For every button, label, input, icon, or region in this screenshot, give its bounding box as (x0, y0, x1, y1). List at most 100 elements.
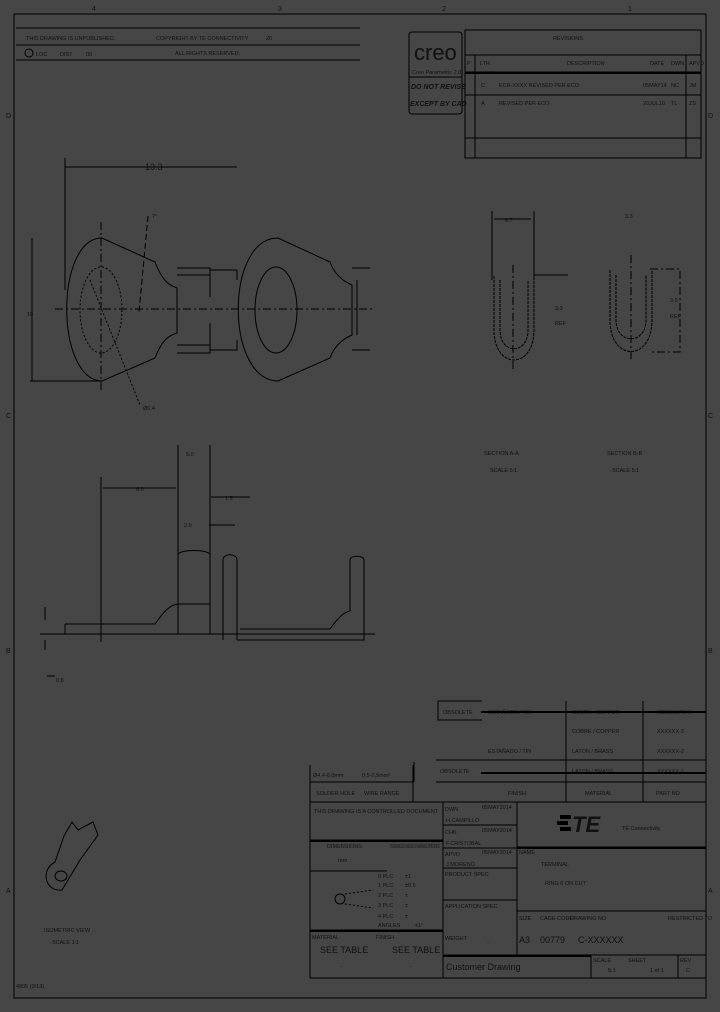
size-value: A3 (519, 935, 530, 945)
part-material: LATON / BRASS (572, 749, 613, 755)
section-a-scale: SCALE 5:1 (490, 468, 517, 474)
tol-label: ANGLES (378, 923, 401, 929)
weight-label: WEIGHT (445, 936, 468, 942)
drawing-number: C-XXXXXX (578, 935, 624, 945)
zone-markers: 4 3 2 1 D C B A D C B A (6, 6, 713, 895)
dwn-label: DWN (445, 807, 458, 813)
wire-range-label: WIRE RANGE (364, 791, 400, 797)
section-a-title: SECTION A-A (484, 451, 519, 457)
dim-section-b-height: 3.5 (670, 298, 678, 304)
zone-row-c-right: C (708, 413, 713, 420)
zone-col-4: 4 (92, 6, 96, 13)
dim-side-2: 5.0 (186, 452, 194, 458)
dim-section-b-width: 3.3 (625, 214, 633, 220)
rev-dwn: NC (671, 83, 679, 89)
dwn-name: H.CAMPILLO (446, 818, 480, 824)
rev-apvd: ZS (689, 101, 696, 107)
tol-label: 1 PLC (378, 883, 393, 889)
solder-hole-value: Ø4,4-6,0mm (313, 773, 344, 779)
part-name: TERMINAL (541, 862, 569, 868)
section-b-scale: SCALE 5:1 (612, 468, 639, 474)
material-header: MATERIAL (585, 791, 612, 797)
tol-value: ±1 (405, 874, 411, 880)
dim-side-4: 2.0 (184, 523, 192, 529)
tol-value: ±1° (415, 923, 423, 929)
ring-hole (79, 266, 123, 354)
zone-row-c: C (6, 413, 11, 420)
material-label: MATERIAL (312, 935, 339, 941)
section-a-a: 6.7 3.3 REF SECTION A-A SCALE 5:1 (484, 211, 568, 474)
dim-thickness: 0.8 (56, 678, 64, 684)
zone-row-b-right: B (708, 648, 713, 655)
unpublished-notice: THIS DRAWING IS UNPUBLISHED. (26, 36, 116, 42)
scale-value: 5:1 (608, 968, 616, 974)
company-name: TE Connectivity (622, 826, 661, 832)
chk-date: 05MAY2014 (482, 828, 512, 834)
part-number: XXXXXX-3 (657, 729, 684, 735)
tol-label: 2 PLC (378, 893, 393, 899)
year-label: 20 (266, 36, 272, 42)
rev-date: 05MAY14 (643, 83, 667, 89)
parts-row: COBRE / COPPER XXXXXX-3 (572, 729, 684, 735)
rev-header-date: DATE (650, 61, 665, 67)
name-label: NAME (519, 850, 535, 856)
tol-value: ± (405, 903, 408, 909)
section-b-title: SECTION B-B (607, 451, 642, 457)
tol-value: ± (405, 893, 408, 899)
tol-value: ±0.5 (405, 883, 416, 889)
header-strip: THIS DRAWING IS UNPUBLISHED. COPYRIGHT B… (16, 27, 360, 61)
cage-code-label: CAGE CODE (540, 916, 573, 922)
top-view: 13.3 7° 10 Ø6.4 (27, 158, 375, 412)
part-finish: ESTAÑADO / TIN (488, 748, 531, 755)
solder-hole-label: SOLDER HOLE (316, 791, 355, 797)
zone-row-a: A (6, 888, 11, 895)
dim-section-a-width: 6.7 (505, 218, 513, 224)
rev-header-desc: DESCRIPTION (567, 61, 605, 67)
sheet-label: SHEET (628, 958, 647, 964)
dim-height: 10 (27, 312, 33, 318)
te-logo: TE (557, 812, 601, 837)
dim-angle: 7° (152, 214, 157, 220)
dimensions-unit: mm (338, 858, 348, 864)
cage-value: 00779 (540, 935, 565, 945)
tol-label: 3 PLC (378, 903, 393, 909)
tol-value: ± (405, 914, 408, 920)
rev-desc: ECR-XXXX REVISED PER ECO (499, 83, 580, 89)
creo-version: Creo Parametric 2.0 (412, 70, 461, 76)
material-value: SEE TABLE (320, 945, 368, 955)
dim-section-b-ref: REF (670, 314, 682, 320)
rev-label: REV (680, 958, 692, 964)
section-b-b: 3.3 3.5 REF SECTION B-B SCALE 5:1 (607, 214, 682, 474)
zone-col-3: 3 (278, 6, 282, 13)
part-material: COBRE / COPPER (572, 729, 619, 735)
rev-ltr: A (481, 101, 485, 107)
product-spec-label: PRODUCT SPEC (445, 872, 489, 878)
part-status: OBSOLETE (443, 710, 473, 716)
dimensions-label: DIMENSIONS: (327, 844, 364, 850)
zone-row-b: B (6, 648, 11, 655)
revisions-title: REVISIONS (553, 36, 583, 42)
customer-drawing: Customer Drawing (446, 962, 521, 972)
drawing-no-label: DRAWING NO (570, 916, 607, 922)
restricted-label: RESTRICTED TO (668, 916, 713, 922)
finish-label: FINISH (376, 935, 394, 941)
tol-label: 0 PLC (378, 874, 393, 880)
dist-value: 00 (86, 52, 92, 58)
tolerance-table: 0 PLC±1 1 PLC±0.5 2 PLC± 3 PLC± 4 PLC± A… (378, 874, 423, 929)
zone-row-a-right: A (708, 888, 713, 895)
rev-header-ltr: LTR (480, 61, 490, 67)
zone-col-2: 2 (442, 6, 446, 13)
title-block: THIS DRAWING IS A CONTROLLED DOCUMENT DI… (309, 802, 713, 979)
rev-dwn: TL (671, 101, 677, 107)
controlled-document: THIS DRAWING IS A CONTROLLED DOCUMENT (314, 809, 439, 815)
dwn-date: 05MAY2014 (482, 805, 512, 811)
dim-section-a-height: 3.3 (555, 306, 563, 312)
form-code: 4805 (3/13) (16, 984, 44, 990)
part-status: OBSOLETE (440, 769, 470, 775)
side-view: 6.0 5.0 1.5 2.0 0.8 (40, 445, 375, 684)
dim-side-3: 1.5 (225, 496, 233, 502)
rev-date: 20JUL10 (643, 101, 665, 107)
tolerances-label: TOLERANCES UNLESS OTHERWISE SPECIFIED: (390, 844, 440, 850)
te-logo-text: TE (572, 812, 601, 837)
rev-header-dwn: DWN (671, 61, 684, 67)
